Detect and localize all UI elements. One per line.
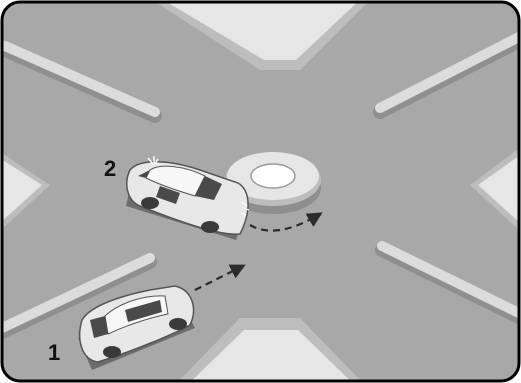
- car-1-label: 1: [48, 340, 60, 365]
- car-2-label: 2: [104, 156, 116, 181]
